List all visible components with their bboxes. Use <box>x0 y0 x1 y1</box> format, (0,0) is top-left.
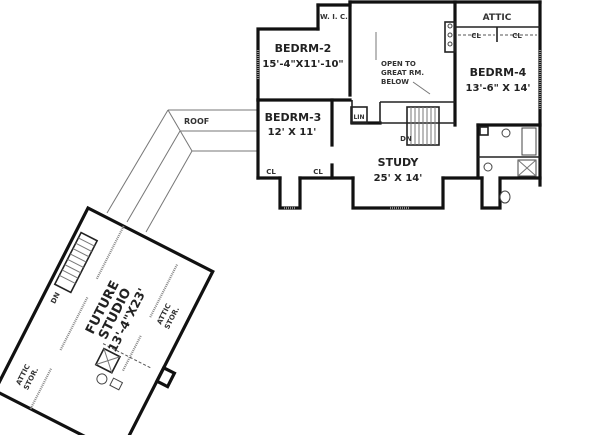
open-to-label-1: OPEN TO <box>381 60 416 68</box>
main-stairs <box>406 106 440 146</box>
bath-fixtures <box>483 127 537 204</box>
bedrm3-name: BEDRM-3 <box>265 111 322 124</box>
bedrm3-size: 12' X 11' <box>268 127 317 138</box>
bedrm4-closets <box>444 21 537 53</box>
wic-label: W. I. C. <box>320 13 348 21</box>
room-labels: W. I. C. BEDRM-2 15'-4"X11'-10" OPEN TO … <box>262 13 530 184</box>
studio-dn-label: DN <box>49 291 61 305</box>
main-walls <box>256 0 542 210</box>
attic-label: ATTIC <box>483 13 512 23</box>
dn-label: DN <box>400 135 412 143</box>
open-to-label-2: GREAT RM. <box>381 69 424 77</box>
studio-wing: FUTURE STUDIO 13'-4"X23' DN ATTIC STOR. … <box>0 205 215 435</box>
bedrm3-cl2: CL <box>313 168 323 176</box>
roof-connector: ROOF <box>106 109 258 233</box>
lin-label: LIN <box>353 114 364 121</box>
roof-label: ROOF <box>184 117 209 126</box>
bedrm2-name: BEDRM-2 <box>275 42 332 55</box>
bedrm4-cl2: CL <box>512 32 522 40</box>
bedrm2-size: 15'-4"X11'-10" <box>262 59 343 70</box>
bedrm4-name: BEDRM-4 <box>470 66 527 79</box>
open-to-label-3: BELOW <box>381 78 409 86</box>
bedrm3-cl1: CL <box>266 168 276 176</box>
bedrm4-size: 13'-6" X 14' <box>466 83 531 94</box>
study-name: STUDY <box>378 156 420 169</box>
study-size: 25' X 14' <box>374 173 423 184</box>
bedrm4-cl1: CL <box>471 32 481 40</box>
